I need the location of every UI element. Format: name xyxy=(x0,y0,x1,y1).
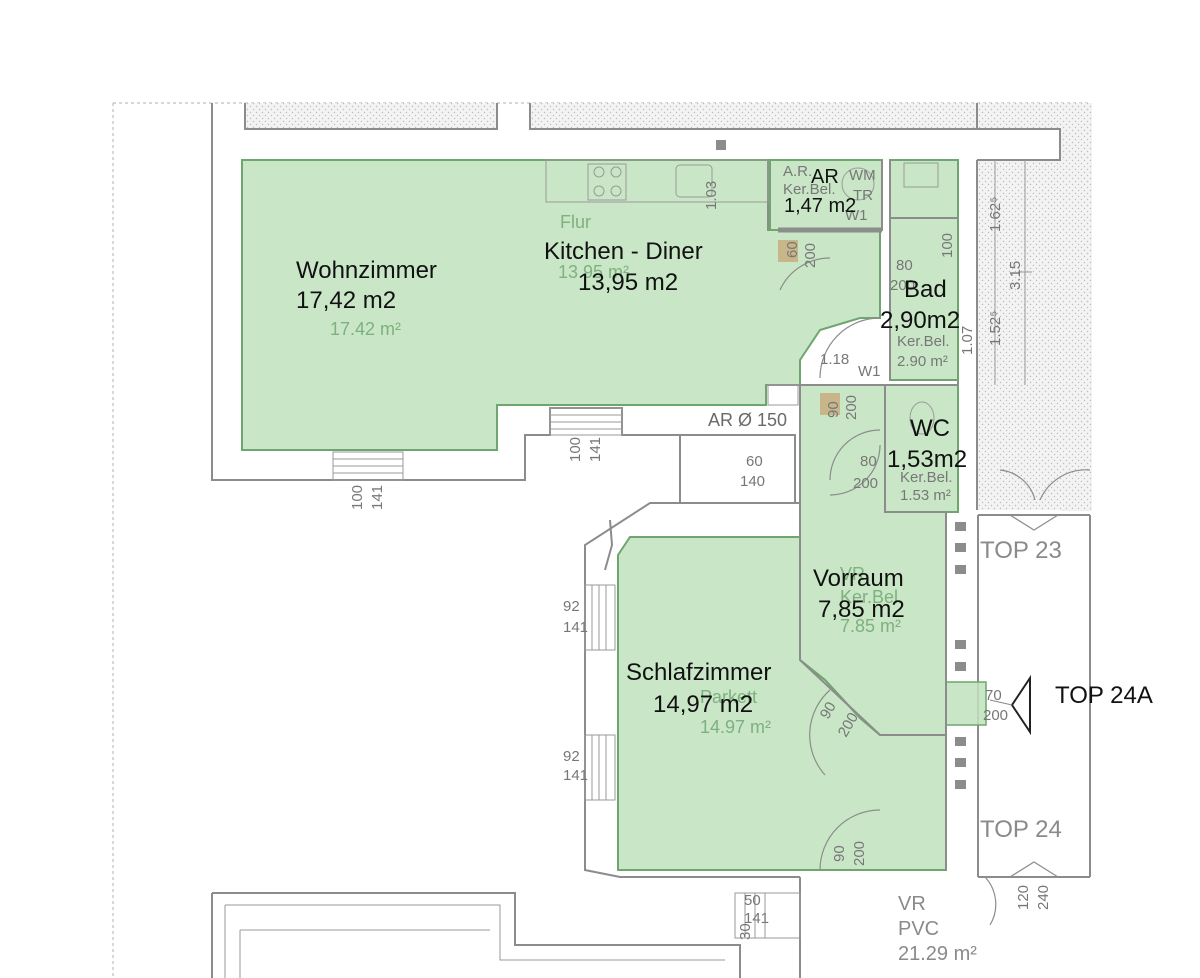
partitions xyxy=(766,160,958,870)
ghost-vorraum-area: 7.85 m² xyxy=(840,616,901,636)
room-area-bad: 2,90m2 xyxy=(880,307,960,334)
dim-bottom-door-200: 200 xyxy=(851,841,868,866)
dim-bottom-door-90: 90 xyxy=(831,845,848,862)
window-w1-ar: W1 xyxy=(845,207,868,224)
room-name-schlafzimmer: Schlafzimmer xyxy=(626,659,771,686)
ghost-ar-code: A.R. xyxy=(783,163,812,180)
room-name-wc: WC xyxy=(910,415,950,442)
room-name-ar: AR xyxy=(811,166,839,188)
ghost-schlafzimmer-floor: Parkett xyxy=(700,687,757,707)
ghost-vorraum-floor: Ker.Bel. xyxy=(840,587,903,607)
dim-ar-60: 60 xyxy=(784,241,801,258)
dim-top24-120: 120 xyxy=(1015,885,1032,910)
room-area-ar: 1,47 m2 xyxy=(784,195,856,217)
dim-bad-100: 100 xyxy=(939,233,956,258)
ghost-vorraum-code: VR xyxy=(840,564,865,584)
room-area-schlafzimmer: 14,97 m2 xyxy=(653,691,753,718)
dim-bad-80: 80 xyxy=(896,257,913,274)
appliance-tr: TR xyxy=(853,187,873,204)
neighbor-top24: TOP 24 xyxy=(980,816,1062,843)
dim-door-140: 140 xyxy=(740,473,765,490)
dim-315: 3.15 xyxy=(1007,261,1024,290)
ghost-schlafzimmer-area: 14.97 m² xyxy=(700,717,771,737)
dim-entry-70: 70 xyxy=(985,687,1002,704)
hall-label: VR PVC 21.29 m² xyxy=(898,893,977,965)
room-name-wohnzimmer: Wohnzimmer xyxy=(296,257,437,284)
hall-code: VR xyxy=(898,893,926,915)
dim-152: 1.52⁵ xyxy=(987,311,1004,346)
dim-schlaf-door-90: 90 xyxy=(817,699,840,722)
ghost-wc-area: 1.53 m² xyxy=(900,487,951,504)
right-dimension-lines xyxy=(994,160,1032,385)
dim-wohn-141: 141 xyxy=(369,485,386,510)
dim-wc-80: 80 xyxy=(860,453,877,470)
ghost-bad-area: 2.90 m² xyxy=(897,353,948,370)
room-name-bad: Bad xyxy=(904,276,947,303)
dim-vr-200: 200 xyxy=(843,395,860,420)
ghost-bad-floor: Ker.Bel. xyxy=(897,333,950,350)
dim-stair-30: 30 xyxy=(737,923,754,940)
room-fills xyxy=(241,159,987,871)
window-w1-bad: W1 xyxy=(858,363,881,380)
dim-162: 1.62⁵ xyxy=(987,197,1004,232)
room-name-kitchen: Kitchen - Diner xyxy=(544,238,703,265)
dim-schlaf-92-top: 92 xyxy=(563,598,580,615)
ghost-wohnzimmer-area: 17.42 m² xyxy=(330,319,401,339)
dim-bad-200: 200 xyxy=(890,277,915,294)
kitchen-counter xyxy=(545,140,939,435)
room-area-wc: 1,53m2 xyxy=(887,446,967,473)
neighbor-top23: TOP 23 xyxy=(980,537,1062,564)
dim-stair-50: 50 xyxy=(744,892,761,909)
ghost-kitchen-area: 13.95 m² xyxy=(558,262,629,282)
corridor-tiles xyxy=(955,522,966,789)
exterior-hatching xyxy=(245,103,1092,511)
dim-top24-240: 240 xyxy=(1035,885,1052,910)
hall-floor: PVC xyxy=(898,918,939,940)
entrance-top24a: TOP 24A xyxy=(1055,682,1153,709)
room-area-wohnzimmer: 17,42 m2 xyxy=(296,287,396,314)
dim-schlaf-141-bot: 141 xyxy=(563,767,588,784)
ghost-flur: Flur xyxy=(560,212,591,232)
room-labels: Wohnzimmer 17,42 m2 Kitchen - Diner 13,9… xyxy=(296,166,967,718)
dim-schlaf-141-top: 141 xyxy=(563,619,588,636)
appliance-wm: WM xyxy=(849,167,876,184)
dim-door-60: 60 xyxy=(746,453,763,470)
dim-107: 1.07 xyxy=(959,326,976,355)
dim-entry-200: 200 xyxy=(983,707,1008,724)
ghost-ar-floor: Ker.Bel. xyxy=(783,181,836,198)
ghost-labels: Flur 13.95 m² 17.42 m² A.R. Ker.Bel. Ker… xyxy=(330,163,953,737)
dim-kitchen-141: 141 xyxy=(587,437,604,462)
dim-vr-90: 90 xyxy=(825,401,842,418)
dim-wc-200: 200 xyxy=(853,475,878,492)
dim-stair-141: 141 xyxy=(744,910,769,927)
window-sills xyxy=(332,407,801,939)
entry-threshold-fill xyxy=(945,681,987,726)
neighbor-labels: TOP 23 TOP 24 TOP 24A xyxy=(980,537,1153,843)
dim-wohn-100: 100 xyxy=(349,485,366,510)
dim-schlaf-92-bot: 92 xyxy=(563,748,580,765)
room-name-vorraum: Vorraum xyxy=(813,565,904,592)
room-area-kitchen: 13,95 m2 xyxy=(578,269,678,296)
door-swings xyxy=(779,257,1091,926)
dim-ar-200: 200 xyxy=(802,243,819,268)
ghost-wc-floor: Ker.Bel. xyxy=(900,469,953,486)
hall-area: 21.29 m² xyxy=(898,943,977,965)
dimension-labels: 100 141 100 141 92 141 92 141 60 140 80 … xyxy=(349,167,1052,940)
dim-103: 1.03 xyxy=(703,181,720,210)
dim-kitchen-100: 100 xyxy=(567,437,584,462)
room-area-vorraum: 7,85 m2 xyxy=(818,596,905,623)
dim-118: 1.18 xyxy=(820,351,849,368)
duct-label: AR Ø 150 xyxy=(708,410,787,430)
